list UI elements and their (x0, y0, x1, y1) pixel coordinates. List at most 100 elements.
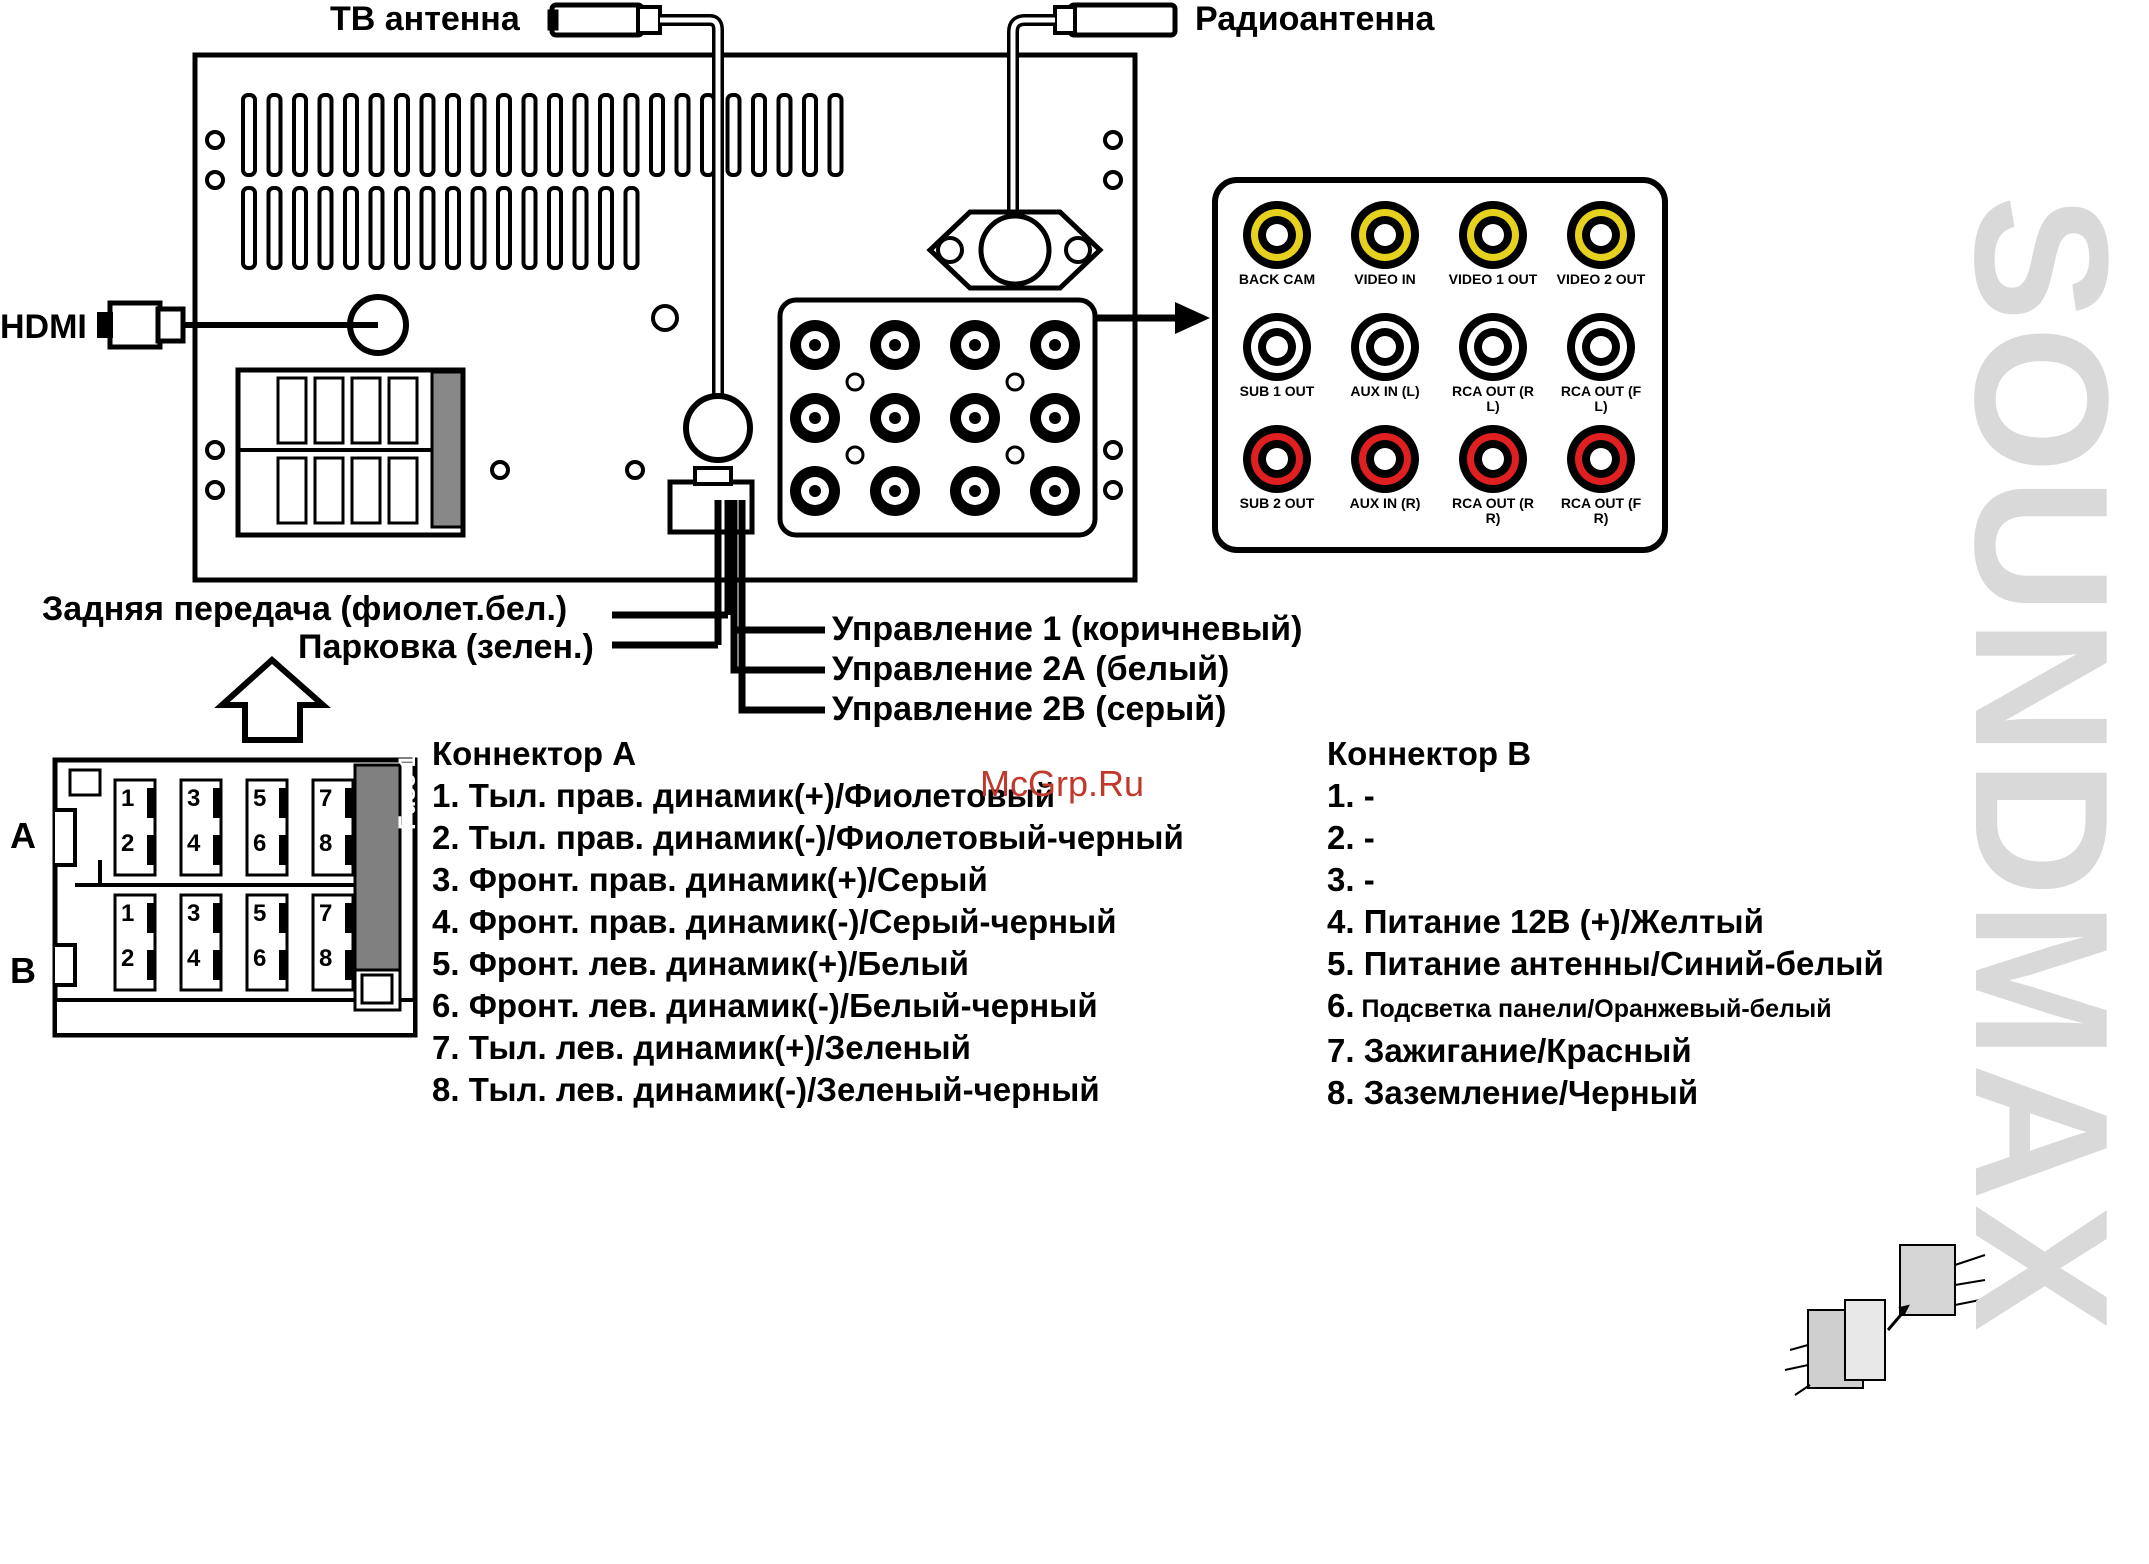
vent-slot (802, 93, 818, 177)
iso-pin-contact (279, 950, 287, 980)
rca-cluster-housing (777, 297, 1098, 538)
rca-jack-label: RCA OUT (F L) (1560, 383, 1642, 414)
tv-antenna-cable (547, 2, 753, 463)
rca-jack-label: RCA OUT (F R) (1560, 495, 1642, 526)
vent-slot (598, 186, 614, 270)
iso-pin-number: 3 (187, 900, 201, 927)
vent-slot (470, 93, 487, 177)
vent-slot (827, 93, 844, 177)
iso-pin-number: 4 (187, 945, 201, 972)
iso-pin-contact (213, 788, 221, 818)
connector-b-pin-item: 5. Питание антенны/Синий-белый (1327, 945, 1884, 982)
rca-internal-jack (950, 393, 1000, 443)
rca-jack (1459, 313, 1527, 381)
rca-internal-jack (1030, 466, 1080, 516)
rca-cluster-screw (1005, 445, 1025, 465)
rca-internal-jack (790, 320, 840, 370)
rca-jack-label: SUB 1 OUT (1239, 383, 1315, 399)
control2a-wire-label: Управление 2А (белый) (832, 650, 1230, 688)
iso-pin-contact (147, 835, 155, 865)
iso-pin-number: 3 (187, 785, 201, 812)
vent-slot (674, 93, 691, 177)
rca-jack (1243, 313, 1311, 381)
radio-antenna (926, 2, 1178, 291)
rca-jack (1351, 425, 1419, 493)
vent-slots-top (241, 93, 844, 177)
iso-pin-number: 2 (121, 830, 135, 857)
iso-pin-contact (279, 903, 287, 933)
vent-slot (266, 93, 283, 177)
vent-slot (547, 186, 563, 270)
rca-jack (1567, 313, 1635, 381)
rca-jack-label: VIDEO 2 OUT (1556, 271, 1646, 287)
vent-slot (470, 186, 487, 270)
vent-slot (751, 93, 767, 177)
connector-b-pin-item: 7. Зажигание/Красный (1327, 1032, 1692, 1069)
vent-slot (547, 93, 563, 177)
iso-pin-number: 6 (253, 945, 267, 972)
rca-jack-label: SUB 2 OUT (1239, 495, 1315, 511)
iso-pin-cells (276, 376, 419, 525)
brand-logo: SOUNDMAX (1935, 195, 2147, 1336)
rca-internal-jack (1030, 393, 1080, 443)
vent-slot (241, 186, 257, 270)
vent-slot (623, 186, 640, 270)
rca-internal-jack (790, 466, 840, 516)
vent-slot (572, 186, 589, 270)
iso-pin-contact (213, 950, 221, 980)
rca-jack (1243, 201, 1311, 269)
iso-pin-number: 5 (253, 900, 267, 927)
iso-pin-cell (387, 376, 419, 445)
iso-pin-contact (213, 903, 221, 933)
vent-slot (292, 186, 308, 270)
vent-slot (598, 93, 614, 177)
iso-pin-cell (313, 456, 345, 525)
rca-internal-jack (870, 393, 920, 443)
connector-b-title: Коннектор B (1327, 735, 1532, 772)
connector-b-pin-item: 2. - (1327, 819, 1375, 856)
vent-slot (317, 186, 334, 270)
rca-jack-label: VIDEO IN (1354, 271, 1416, 287)
iso-pin-cell (313, 376, 345, 445)
rca-jack (1567, 201, 1635, 269)
rca-panel (1212, 177, 1668, 553)
connector-a-letter: A (10, 815, 36, 856)
vent-slot (394, 186, 410, 270)
vent-slot (496, 186, 512, 270)
iso-pin-number: 2 (121, 945, 135, 972)
rca-jack-label: RCA OUT (R R) (1452, 495, 1534, 526)
iso-pin-number: 1 (121, 900, 135, 927)
rca-internal-jack (950, 320, 1000, 370)
connector-b-pin-item: 3. - (1327, 861, 1375, 898)
connector-a-pin-item: 6. Фронт. лев. динамик(-)/Белый-черный (432, 987, 1098, 1024)
iso-pin-contact (147, 903, 155, 933)
rca-internal-jacks (790, 320, 1080, 516)
iso-pin-number: 8 (319, 945, 333, 972)
iso-pin-contact (345, 788, 353, 818)
connector-b-letter: B (10, 950, 36, 991)
connector-a-pin-item: 7. Тыл. лев. динамик(+)/Зеленый (432, 1029, 971, 1066)
vent-slot (445, 186, 461, 270)
rca-cluster-screw (845, 445, 865, 465)
vent-slot (572, 93, 589, 177)
connector-a-pin-item: 5. Фронт. лев. динамик(+)/Белый (432, 945, 969, 982)
vent-slot (521, 186, 538, 270)
vent-slot (394, 93, 410, 177)
vent-slot (521, 93, 538, 177)
iso-pin-contact (147, 950, 155, 980)
vent-slot (368, 93, 385, 177)
connector-a-list: Коннектор А 1. Тыл. прав. динамик(+)/Фио… (432, 735, 1184, 1111)
rca-jack (1243, 425, 1311, 493)
rca-cluster-screw (1005, 372, 1025, 392)
connector-b-list: Коннектор B 1. -2. -3. -4. Питание 12В (… (1327, 735, 1884, 1114)
iso-pin-number: 8 (319, 830, 333, 857)
vent-slot (419, 186, 436, 270)
vent-slot (317, 93, 334, 177)
rca-cluster-screw (845, 372, 865, 392)
iso-pin-number: 7 (319, 900, 333, 927)
iso-pin-contact (213, 835, 221, 865)
control1-wire-label: Управление 1 (коричневый) (832, 610, 1303, 648)
iso-pin-number: 6 (253, 830, 267, 857)
rca-internal-jack (790, 393, 840, 443)
